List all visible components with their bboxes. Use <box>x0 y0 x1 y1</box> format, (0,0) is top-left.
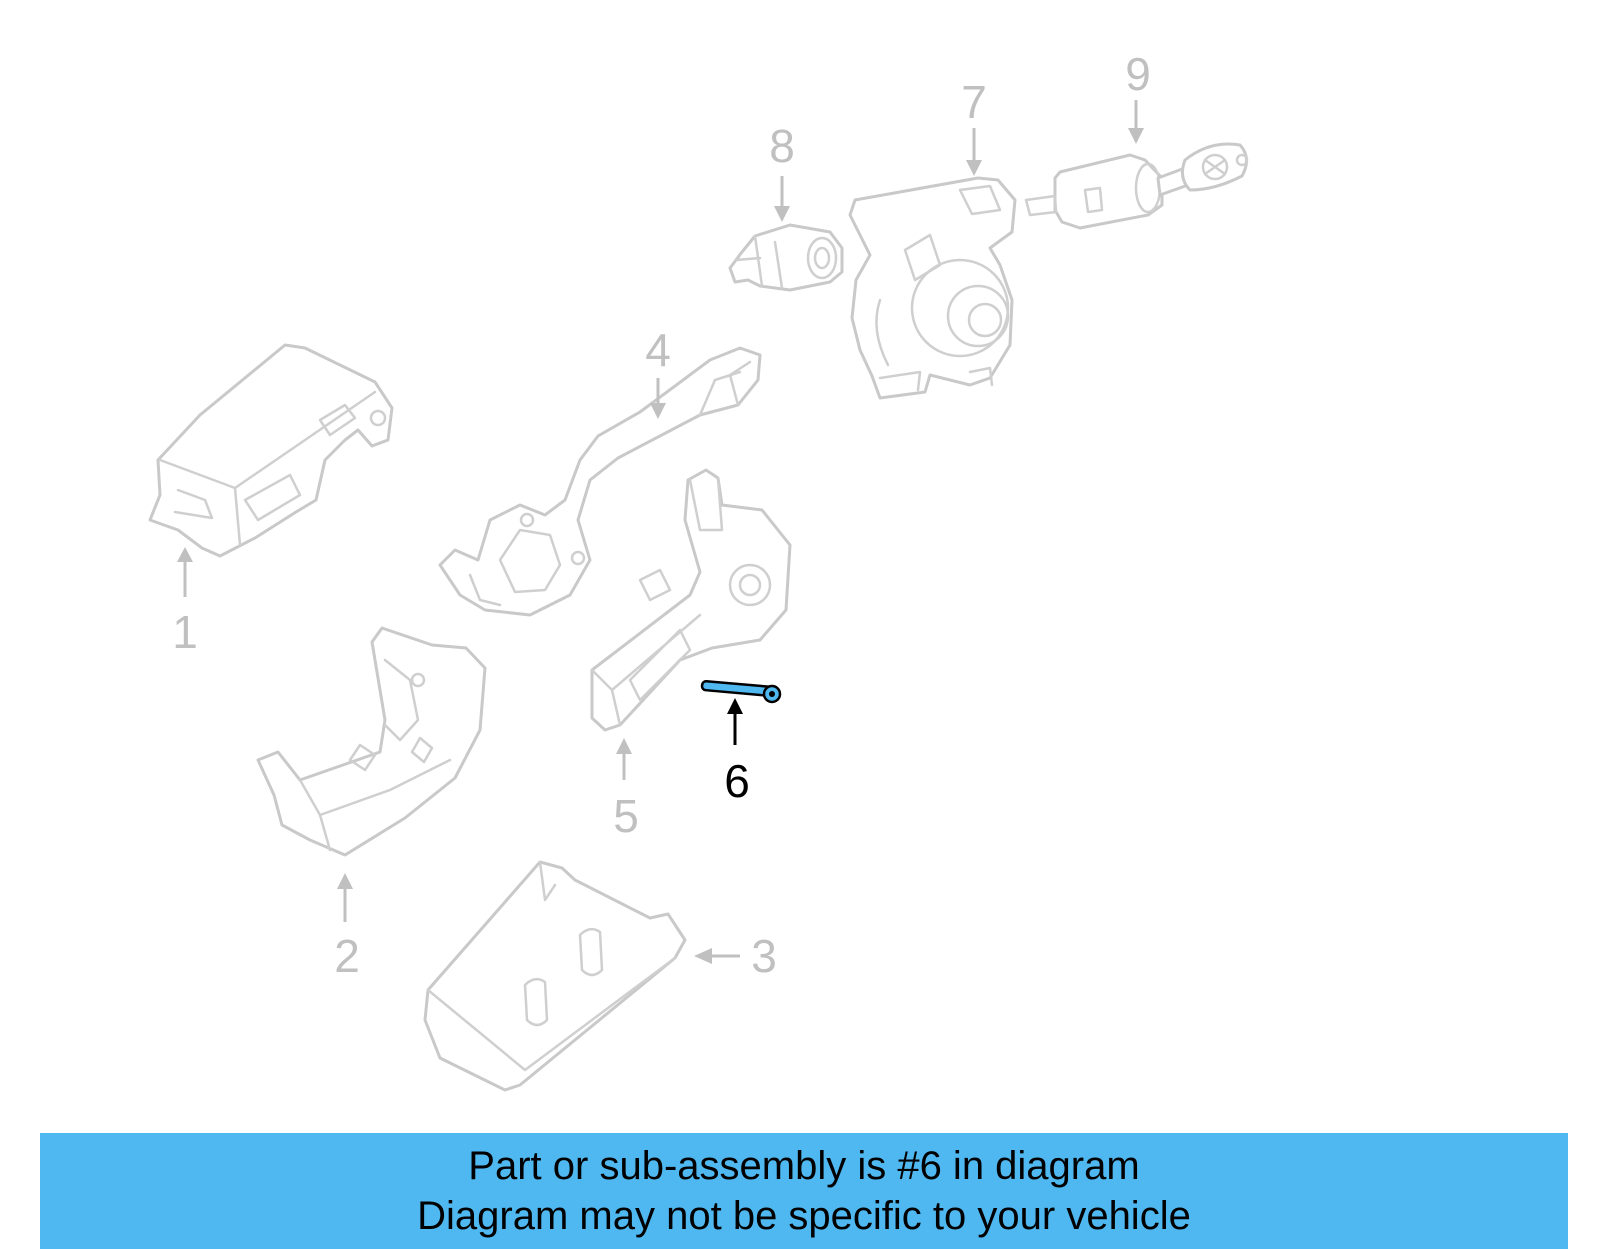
callout-2: 2 <box>334 873 360 982</box>
callout-3-label: 3 <box>751 930 777 982</box>
info-banner: Part or sub-assembly is #6 in diagram Di… <box>40 1133 1568 1249</box>
callout-9: 9 <box>1125 48 1151 144</box>
callout-6-label: 6 <box>724 755 750 807</box>
callout-5: 5 <box>613 738 639 842</box>
callout-9-label: 9 <box>1125 48 1151 100</box>
part-4-combination-switch[interactable] <box>438 346 762 617</box>
part-7-lock-housing[interactable] <box>848 176 1017 400</box>
part-2-lower-column-cover[interactable] <box>256 626 487 857</box>
callout-8-label: 8 <box>769 120 795 172</box>
part-3-bolster-panel[interactable] <box>423 860 687 1092</box>
callout-4: 4 <box>645 324 671 419</box>
callout-7: 7 <box>961 76 987 176</box>
callout-1-label: 1 <box>172 606 198 658</box>
part-9-lock-cylinder-key[interactable] <box>1024 142 1249 230</box>
callout-4-label: 4 <box>645 324 671 376</box>
callout-2-label: 2 <box>334 930 360 982</box>
callout-7-label: 7 <box>961 76 987 128</box>
part-1-upper-column-cover[interactable] <box>148 343 394 558</box>
callout-3: 3 <box>694 930 777 982</box>
part-8-ignition-switch[interactable] <box>728 223 844 292</box>
callout-1: 1 <box>172 547 198 658</box>
part-6-screw[interactable] <box>700 679 782 704</box>
banner-line-disclaimer: Diagram may not be specific to your vehi… <box>417 1194 1191 1238</box>
callout-6: 6 <box>724 698 750 807</box>
banner-line-part-number: Part or sub-assembly is #6 in diagram <box>468 1144 1140 1188</box>
callout-8: 8 <box>769 120 795 222</box>
callout-5-label: 5 <box>613 790 639 842</box>
part-5-switch-lever[interactable] <box>590 468 792 732</box>
